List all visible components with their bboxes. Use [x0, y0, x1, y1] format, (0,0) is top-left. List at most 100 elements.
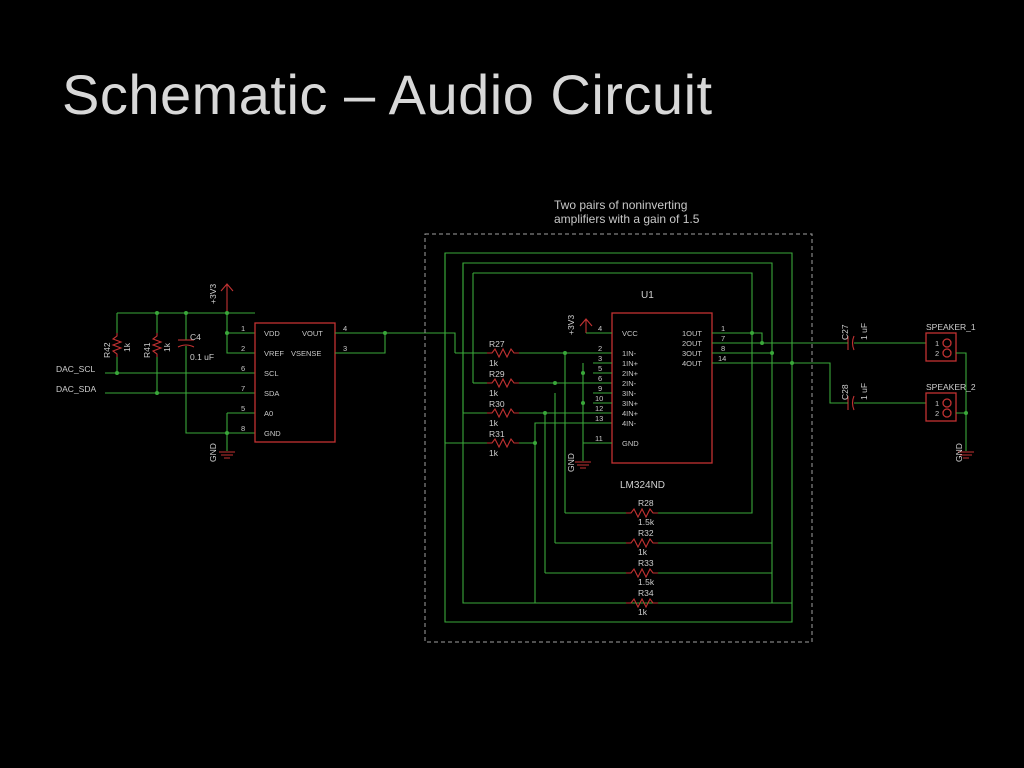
u1-pin-num: 12	[595, 404, 603, 413]
speaker-2-ref: SPEAKER_2	[926, 382, 976, 392]
dac-pin-name: SCL	[264, 369, 279, 378]
dac-pin-num: 7	[241, 384, 245, 393]
u1-pin-name: 2IN+	[622, 369, 639, 378]
u1-pin-num: 7	[721, 334, 725, 343]
dac-pin-num: 4	[343, 324, 347, 333]
r27-value: 1k	[489, 358, 499, 368]
r29-ref: R29	[489, 369, 505, 379]
capacitor-c27: C27 1 uF	[840, 323, 869, 351]
resistor-r41: R41 1k	[142, 333, 172, 358]
dac-pin-name: VSENSE	[291, 349, 321, 358]
net-label-dac-scl: DAC_SCL	[56, 364, 95, 374]
u1-pin-num: 2	[598, 344, 602, 353]
net-label-dac-sda: DAC_SDA	[56, 384, 96, 394]
u1-pin-name: GND	[622, 439, 639, 448]
dac-ic: 1 VDD 2 VREF 6 SCL 7 SDA 5 A0 8 GND 4 VO…	[241, 322, 347, 443]
u1-pin-name: 1IN+	[622, 359, 639, 368]
r28-ref: R28	[638, 498, 654, 508]
r31-value: 1k	[489, 448, 499, 458]
u1-part: LM324ND	[620, 480, 665, 491]
r42-value: 1k	[122, 342, 132, 352]
speaker-2-pin2: 2	[935, 409, 939, 418]
u1-pin-num: 13	[595, 414, 603, 423]
u1-pin-num: 9	[598, 384, 602, 393]
dac-pin-num: 1	[241, 324, 245, 333]
c27-value: 1 uF	[859, 323, 869, 340]
u1-pin-num: 1	[721, 324, 725, 333]
slide-title: Schematic – Audio Circuit	[62, 63, 713, 126]
dac-pin-num: 8	[241, 424, 245, 433]
c28-ref: C28	[840, 384, 850, 400]
c28-value: 1 uF	[859, 383, 869, 400]
dac-pin-name: A0	[264, 409, 273, 418]
u1-pin-name: 1IN-	[622, 349, 637, 358]
dac-pin-name: GND	[264, 429, 281, 438]
u1-pin-num: 14	[718, 354, 726, 363]
c4-value: 0.1 uF	[190, 352, 214, 362]
u1-pin-num: 10	[595, 394, 603, 403]
annotation-line-2: amplifiers with a gain of 1.5	[554, 212, 700, 226]
r34-ref: R34	[638, 588, 654, 598]
capacitor-c4: C4 0.1 uF	[177, 332, 214, 362]
dac-pin-num: 5	[241, 404, 245, 413]
u1-ref: U1	[641, 290, 654, 301]
feedback-resistors: R28 1.5k R32 1k R33 1.5k R34 1k	[535, 493, 792, 617]
speaker-1-pin1: 1	[935, 339, 939, 348]
speaker-1-ref: SPEAKER_1	[926, 322, 976, 332]
u1-pin-num: 4	[598, 324, 602, 333]
u1-pin-num: 8	[721, 344, 725, 353]
resistor-r42: R42 1k	[102, 333, 132, 358]
dac-pin-num: 2	[241, 344, 245, 353]
ground-symbol-right: GND	[954, 443, 974, 462]
dac-section: +3V3 R42 1k R41 1k C4 0.	[56, 283, 456, 462]
u1-pin-name: VCC	[622, 329, 638, 338]
dac-pin-num: 6	[241, 364, 245, 373]
u1-pin-name: 4IN+	[622, 409, 639, 418]
u1-pin-num: 5	[598, 364, 602, 373]
u1-pin-name: 4OUT	[682, 359, 702, 368]
u1-pin-name: 4IN-	[622, 419, 637, 428]
u1-pin-name: 2IN-	[622, 379, 637, 388]
speaker-1: SPEAKER_1 1 2	[925, 322, 976, 362]
r41-ref: R41	[142, 342, 152, 358]
u1-pin-name: 2OUT	[682, 339, 702, 348]
r28-value: 1.5k	[638, 517, 655, 527]
speaker-2-pin1: 1	[935, 399, 939, 408]
u1-pin-name: 3IN-	[622, 389, 637, 398]
output-section: C27 1 uF C28 1 uF SPEAKER_1 1 2 SPEAKER	[838, 322, 976, 462]
u1-pin-num: 6	[598, 374, 602, 383]
gnd-label-u1: GND	[566, 453, 576, 472]
u1-pin-name: 3OUT	[682, 349, 702, 358]
r33-value: 1.5k	[638, 577, 655, 587]
u1-pin-name: 3IN+	[622, 399, 639, 408]
input-resistors: R27 1k R29 1k R30 1k R31 1k	[445, 339, 612, 458]
r42-ref: R42	[102, 342, 112, 358]
gnd-label-right: GND	[954, 443, 964, 462]
supply-label-u1: +3V3	[566, 315, 576, 335]
speaker-1-pin2: 2	[935, 349, 939, 358]
supply-symbol-left: +3V3	[208, 283, 234, 313]
capacitor-c28: C28 1 uF	[840, 383, 869, 411]
r33-ref: R33	[638, 558, 654, 568]
r32-value: 1k	[638, 547, 648, 557]
c27-ref: C27	[840, 324, 850, 340]
dac-pin-num: 3	[343, 344, 347, 353]
r30-ref: R30	[489, 399, 505, 409]
dac-pin-name: VOUT	[302, 329, 323, 338]
amplifier-group-box	[424, 233, 813, 643]
ground-symbol-left: GND	[208, 433, 235, 462]
r30-value: 1k	[489, 418, 499, 428]
u1-pin-name: 1OUT	[682, 329, 702, 338]
r27-ref: R27	[489, 339, 505, 349]
u1-pin-num: 3	[598, 354, 602, 363]
supply-symbol-u1: +3V3	[566, 315, 593, 335]
r29-value: 1k	[489, 388, 499, 398]
supply-label-left: +3V3	[208, 284, 218, 304]
r31-ref: R31	[489, 429, 505, 439]
r34-value: 1k	[638, 607, 648, 617]
annotation-line-1: Two pairs of noninverting	[554, 198, 687, 212]
dac-pin-name: VREF	[264, 349, 284, 358]
u1-pin-num: 11	[595, 434, 603, 443]
c4-ref: C4	[190, 332, 201, 342]
dac-pin-name: VDD	[264, 329, 280, 338]
